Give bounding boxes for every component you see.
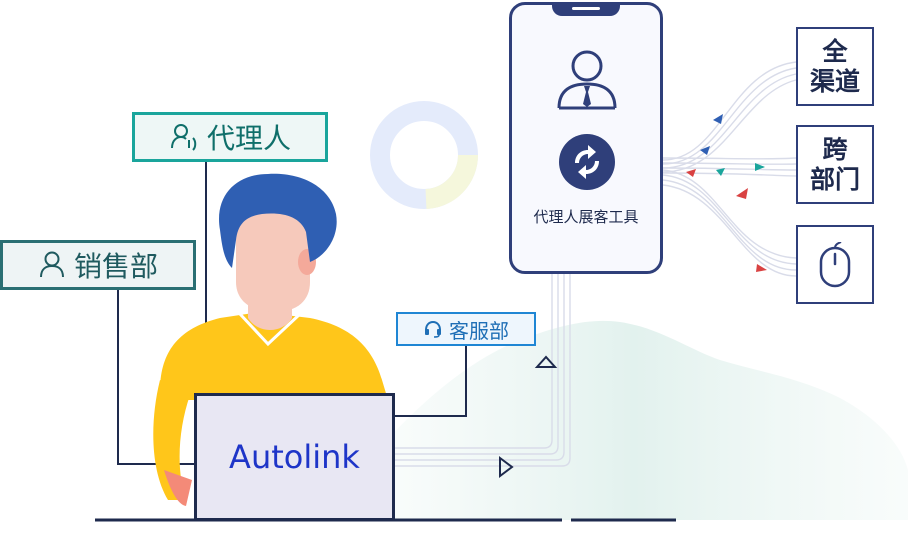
all-channels-line2: 渠道 <box>809 66 860 96</box>
mouse-box <box>796 225 874 304</box>
phone-to-laptop-lines <box>395 274 571 467</box>
play-arrow-decoration <box>499 456 514 478</box>
agent-label-text: 代理人 <box>206 122 291 155</box>
laptop-brand-text: Autolink <box>229 438 360 476</box>
service-label: 客服部 <box>396 312 536 346</box>
sales-label-text: 销售部 <box>73 250 158 283</box>
user-tie-icon <box>557 50 617 110</box>
person-illustration <box>153 173 388 506</box>
agent-label: 代理人 <box>132 112 328 162</box>
channel-lines <box>662 61 797 277</box>
mouse-icon <box>819 241 851 287</box>
sales-label: 销售部 <box>0 240 196 290</box>
caret-decoration <box>534 355 558 368</box>
cross-department-line2: 部门 <box>809 164 860 194</box>
mountain-backdrop <box>360 320 908 520</box>
arrow-markers <box>686 114 767 272</box>
service-label-text: 客服部 <box>449 318 509 343</box>
person-icon <box>39 251 64 278</box>
headset-person-icon <box>170 124 197 151</box>
cross-department-line1: 跨 <box>822 134 848 164</box>
all-channels-line1: 全 <box>822 36 848 66</box>
cross-department-box: 跨 部门 <box>796 125 874 204</box>
sync-icon <box>559 134 615 190</box>
phone-caption: 代理人展客工具 <box>533 208 639 226</box>
donut-decoration <box>370 101 479 209</box>
laptop-screen: Autolink <box>194 393 395 521</box>
phone-notch <box>552 2 620 16</box>
headset-icon <box>425 320 441 338</box>
all-channels-box: 全 渠道 <box>796 27 874 106</box>
